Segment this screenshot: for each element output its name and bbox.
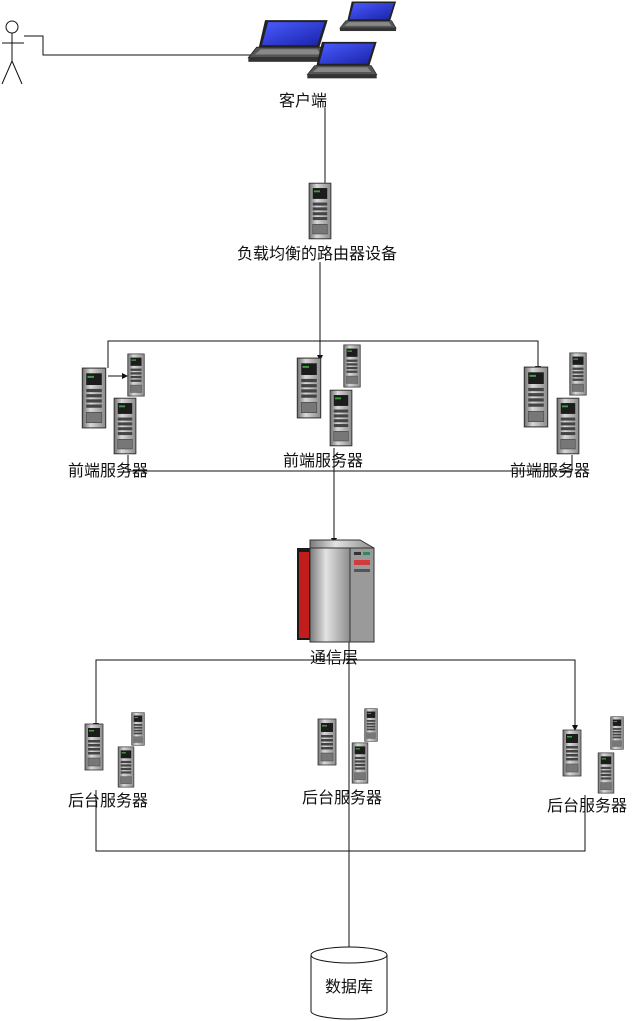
frontend-bus-line [107,340,539,368]
server-icon [569,352,587,396]
frontend-left-label: 前端服务器 [68,461,148,480]
frontend-left-group: 前端服务器 [68,353,148,480]
backend-right-group: 后台服务器 [547,716,627,815]
backend-bus-line [95,659,576,727]
server-icon [343,344,361,388]
backend-out-bus-line [95,790,586,852]
frontend-right-group: 前端服务器 [510,352,590,480]
backend-center-group: 后台服务器 [302,708,382,807]
backend-center-label: 后台服务器 [302,788,382,807]
load-balancer-server-icon [308,182,332,240]
server-icon [296,357,322,419]
server-icon [351,742,369,784]
database-label: 数据库 [325,977,373,996]
arrowhead-be-right [572,725,578,731]
frontend-center-label: 前端服务器 [283,451,363,470]
server-icon [84,723,104,771]
user-link-line [24,35,252,56]
server-icon [562,729,582,777]
frontend-center-group: 前端服务器 [283,344,363,470]
frontend-right-label: 前端服务器 [510,461,590,480]
laptop-icon [247,19,329,63]
server-icon [556,397,580,455]
server-icon [364,708,378,742]
server-icon [523,366,549,428]
backend-right-label: 后台服务器 [547,796,627,815]
laptop-icon [339,1,397,32]
comm-layer-label: 通信层 [310,648,358,667]
mainframe-icon [297,539,375,643]
database-cylinder-icon [310,946,388,1020]
server-icon [81,367,107,429]
server-icon [329,389,353,447]
server-icon [127,353,145,397]
stick-figure-actor-icon [1,20,24,85]
server-icon [113,397,137,455]
server-icon [317,718,337,766]
server-icon [117,746,135,788]
arrowhead-fe-left [122,373,128,379]
client-laptops [247,1,397,79]
load-balancer-label: 负载均衡的路由器设备 [237,244,397,263]
backend-left-group: 后台服务器 [68,712,148,810]
connector-lines [24,35,586,955]
server-icon [610,716,624,750]
server-icon [131,712,145,746]
client-label: 客户端 [279,91,327,110]
server-icon [597,752,615,794]
backend-left-label: 后台服务器 [68,791,148,810]
frontend-out-bus-line [127,455,573,472]
